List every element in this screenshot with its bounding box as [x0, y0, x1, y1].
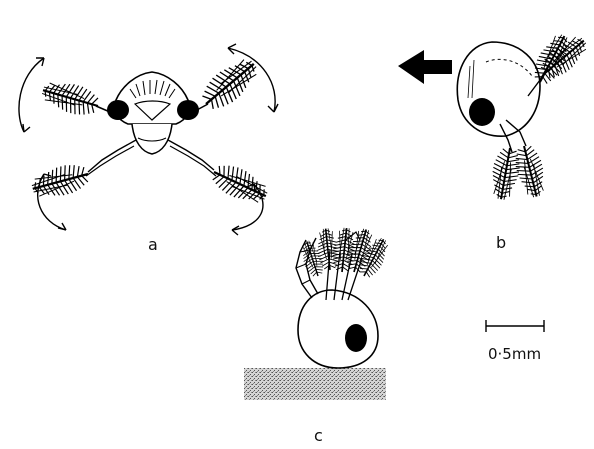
panel-a-abdomen [132, 124, 172, 154]
panel-b-body [457, 42, 540, 136]
panel-b-drawing [398, 30, 592, 201]
panel-c-substrate [244, 368, 386, 400]
panel-b-eye [469, 98, 495, 126]
panel-c-eye [345, 324, 367, 352]
panel-b-direction-arrow [398, 50, 452, 84]
panel-c-drawing [244, 226, 393, 400]
scale-bar [486, 320, 544, 332]
scale-bar-label: 0·5mm [488, 345, 541, 363]
panel-label-c: c [314, 426, 323, 445]
panel-a-eye-left [107, 100, 129, 120]
panel-a-drawing [19, 44, 278, 235]
panel-label-b: b [496, 233, 506, 252]
panel-label-a: a [148, 235, 158, 254]
panel-c-body [298, 290, 378, 368]
